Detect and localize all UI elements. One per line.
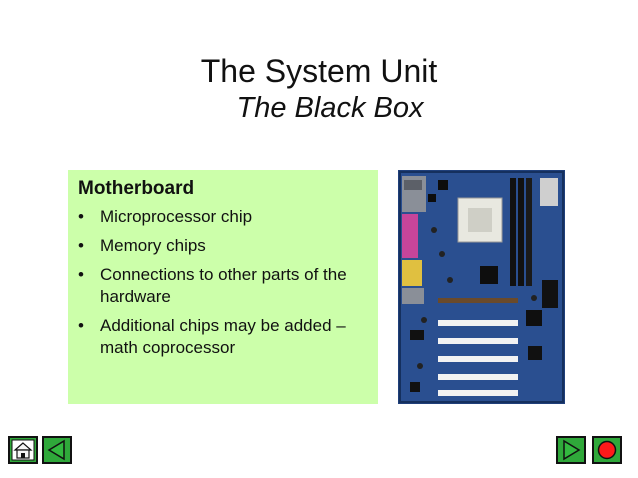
bullet-dot: • (78, 316, 84, 335)
motherboard-photo (398, 170, 565, 404)
home-icon (8, 436, 38, 464)
bullet-dot: • (78, 207, 84, 226)
bullet-dot: • (78, 236, 84, 255)
bullet-list: • Microprocessor chip • Memory chips • Conn… (78, 206, 370, 359)
motherboard-illustration (398, 170, 565, 404)
stop-icon (592, 436, 622, 464)
bullet-item: • Memory chips (78, 235, 370, 257)
bullet-text: Memory chips (100, 236, 206, 255)
box-heading: Motherboard (78, 178, 195, 199)
next-button[interactable] (556, 436, 586, 464)
home-button[interactable] (8, 436, 38, 464)
previous-arrow-icon (42, 436, 72, 464)
bullet-text: Connections to other parts of the hardwa… (100, 265, 347, 306)
slide-title: The System Unit (200, 53, 438, 89)
bullet-text: Additional chips may be added – math cop… (100, 316, 346, 357)
previous-button[interactable] (42, 436, 72, 464)
bullet-text: Microprocessor chip (100, 207, 253, 226)
motherboard-text-box: Motherboard • Microprocessor chip • Memory… (68, 170, 378, 404)
bullet-item: • Microprocessor chip (78, 206, 370, 228)
bullet-item: • Additional chips may be added – math co… (78, 315, 370, 359)
next-arrow-icon (556, 436, 586, 464)
slide-subtitle: The Black Box (236, 92, 424, 124)
end-show-button[interactable] (592, 436, 622, 464)
bullet-dot: • (78, 265, 84, 284)
bullet-item: • Connections to other parts of the hardw… (78, 264, 370, 308)
title-block: The System Unit The Black Box (0, 52, 638, 126)
